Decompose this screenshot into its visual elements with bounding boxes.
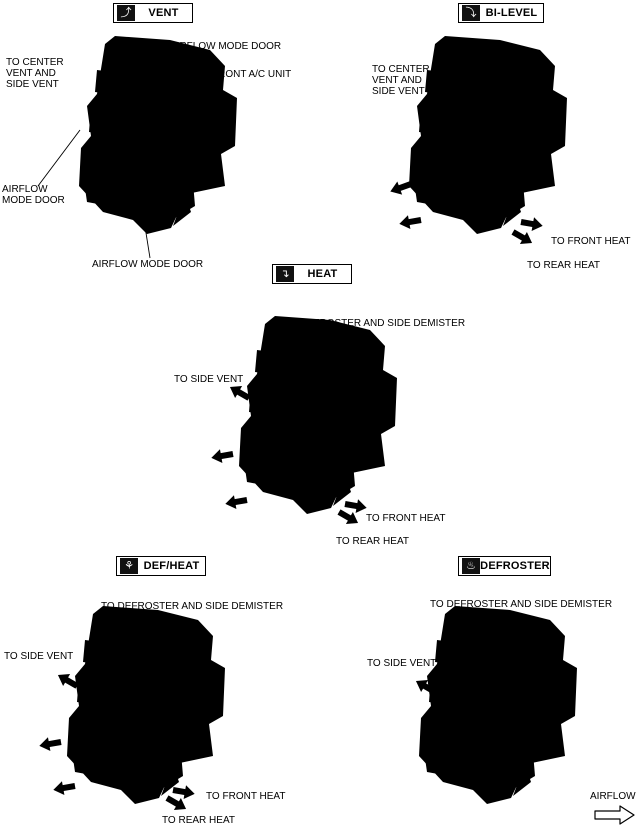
airflow-legend-label: AIRFLOW — [590, 791, 636, 802]
heat-to-rear-heat-label: TO REAR HEAT — [336, 536, 409, 547]
def-heat-mode-icon: ⚘ — [120, 558, 138, 574]
bi-level-mode-title: BI-LEVEL — [485, 7, 538, 19]
vent-mode-icon: ⤴ — [117, 5, 135, 21]
def-heat-to-front-heat-label: TO FRONT HEAT — [206, 791, 286, 802]
heat-to-side-vent-label: TO SIDE VENT — [174, 374, 244, 385]
defroster-mode-title: DEFROSTER — [480, 560, 550, 572]
bi-level-mode-badge: ⤵ BI-LEVEL — [458, 3, 544, 23]
vent-to-center-vent-label: TO CENTER VENT AND SIDE VENT — [6, 57, 64, 90]
defroster-to-side-vent-label: TO SIDE VENT — [367, 658, 437, 669]
hollow-right-arrow-icon — [594, 805, 635, 825]
vent-airflow-mode-door-bottom-label: AIRFLOW MODE DOOR — [92, 259, 204, 270]
vent-airflow-mode-door-top-label: AIRFLOW MODE DOOR — [170, 41, 282, 52]
def-heat-to-rear-heat-label: TO REAR HEAT — [162, 815, 235, 826]
vent-mode-badge: ⤴ VENT — [113, 3, 193, 23]
bi-level-to-rear-heat-label: TO REAR HEAT — [527, 260, 600, 271]
bi-level-to-front-heat-label: TO FRONT HEAT — [551, 236, 631, 247]
vent-front-ac-unit-drawing — [79, 36, 237, 234]
heat-mode-badge: ↴ HEAT — [272, 264, 352, 284]
heat-front-ac-unit-drawing — [210, 316, 397, 530]
defroster-front-ac-unit-drawing — [412, 606, 577, 804]
heat-mode-icon: ↴ — [276, 266, 294, 282]
heat-mode-title: HEAT — [307, 268, 338, 280]
defroster-to-defroster-label: TO DEFROSTER AND SIDE DEMISTER — [430, 599, 613, 610]
heat-to-defroster-label: TO DEFROSTER AND SIDE DEMISTER — [283, 318, 466, 329]
def-heat-to-side-vent-label: TO SIDE VENT — [4, 651, 74, 662]
def-heat-mode-title: DEF/HEAT — [143, 560, 200, 572]
defroster-mode-icon: ♨ — [462, 558, 480, 574]
def-heat-front-ac-unit-drawing — [38, 606, 225, 816]
def-heat-to-defroster-label: TO DEFROSTER AND SIDE DEMISTER — [101, 601, 284, 612]
bi-level-mode-icon: ⤵ — [462, 5, 480, 21]
def-heat-mode-badge: ⚘ DEF/HEAT — [116, 556, 206, 576]
vent-mode-title: VENT — [148, 7, 179, 19]
bi-level-to-center-vent-label: TO CENTER VENT AND SIDE VENT — [372, 64, 430, 97]
defroster-mode-badge: ♨ DEFROSTER — [458, 556, 551, 576]
heat-to-front-heat-label: TO FRONT HEAT — [366, 513, 446, 524]
vent-airflow-mode-door-left-label: AIRFLOW MODE DOOR — [2, 184, 65, 206]
vent-front-ac-unit-label: FRONT A/C UNIT — [212, 69, 292, 80]
